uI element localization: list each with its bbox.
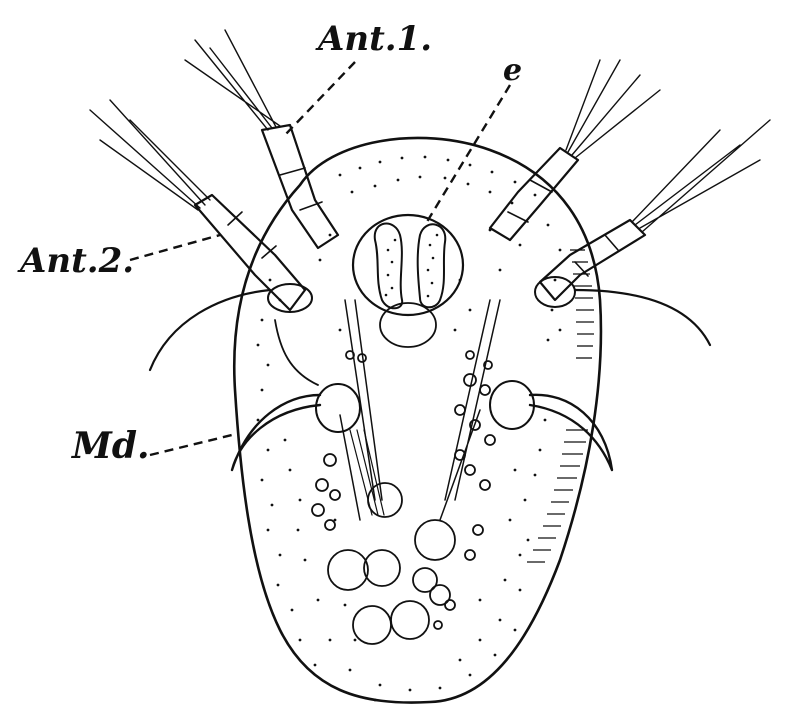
median-eye [351,213,465,348]
label-ant2: Ant.2. [17,241,134,281]
first-antenna-right [488,59,661,242]
body-hatching [527,249,594,563]
second-antenna-right [534,119,771,347]
label-ant1: Ant.1. [315,19,432,59]
oil-globules [311,350,496,645]
body-outline [233,136,603,704]
mandible-left [230,319,361,472]
first-antenna-left [184,29,340,250]
internal-structures [339,299,501,521]
mandible-right [489,380,614,472]
label-md: Md. [70,425,150,467]
second-antenna-left [89,99,313,372]
label-e: e [503,53,522,88]
leader-lines [129,61,512,457]
